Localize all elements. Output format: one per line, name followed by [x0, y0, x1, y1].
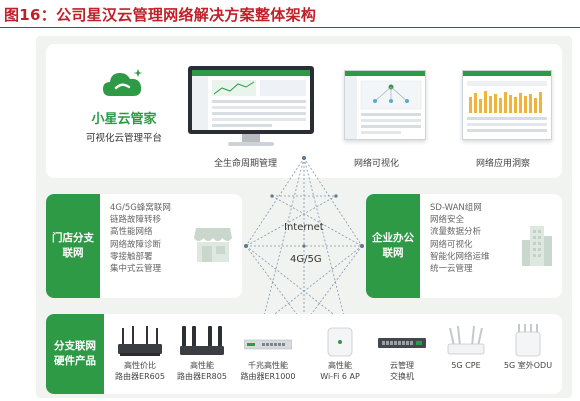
device-er605: 高性价比 路由器ER605 [112, 322, 168, 388]
app-insight-screen [462, 70, 552, 140]
office-building-icon [522, 226, 552, 266]
store-feature-item: 链路故障转移 [110, 215, 162, 226]
store-feature-item: 高性能网络 [110, 227, 153, 238]
enterprise-office-tag: 企业办公 联网 [366, 194, 420, 298]
lifecycle-label: 全生命周期管理 [214, 159, 278, 169]
title-rule [0, 27, 580, 28]
topology-screen-icon [345, 71, 425, 139]
cloud-star-logo-icon [103, 69, 143, 96]
network-visualization-screen [344, 70, 426, 140]
store-tag-line2: 联网 [62, 247, 84, 259]
store-feature-list: 4G/5G蜂窝联网 链路故障转移 高性能网络 网络故障诊断 零接触部署 集中式云… [110, 202, 171, 275]
store-feature-item: 集中式云管理 [110, 264, 162, 275]
app-insight-label: 网络应用洞察 [476, 159, 531, 169]
enterprise-feature-item: 智能化网络运维 [430, 251, 490, 262]
store-feature-item: 网络故障诊断 [110, 239, 162, 250]
enterprise-feature-list: SD-WAN组网 网络安全 流量数据分析 网络可视化 智能化网络运维 统一云管理 [430, 202, 490, 275]
device-wifi6-ap: 高性能 Wi-Fi 6 AP [312, 322, 368, 388]
store-feature-item: 4G/5G蜂窝联网 [110, 203, 171, 213]
enterprise-feature-item: 统一云管理 [430, 264, 473, 275]
network-visualization-label: 网络可视化 [354, 159, 400, 169]
store-branch-tag: 门店分支 联网 [46, 194, 100, 298]
device-line1: 千兆高性能 [248, 361, 288, 370]
ceiling-ap-icon [327, 327, 353, 357]
store-tag-line1: 门店分支 [52, 232, 94, 244]
device-line1: 云管理 [390, 361, 414, 370]
figure-title: 图16：公司星汉云管理网络解决方案整体架构 [4, 6, 317, 24]
hardware-tag-line1: 分支联网 [54, 340, 96, 352]
dashboard-screen-icon [192, 70, 310, 130]
device-line2: Wi-Fi 6 AP [320, 372, 360, 381]
device-line2: 路由器ER1000 [240, 372, 296, 381]
rack-router-icon [244, 339, 292, 350]
brand-name: 小星云管家 [91, 112, 157, 127]
cpe-icon [447, 325, 485, 355]
device-cloud-switch: 云管理 交换机 [374, 322, 430, 388]
switch-icon [378, 338, 426, 348]
device-er1000: 千兆高性能 路由器ER1000 [240, 322, 296, 388]
internet-mesh-diagram [244, 156, 364, 326]
bar-chart-screen-icon [463, 71, 551, 132]
device-line1: 高性能 [190, 361, 214, 370]
device-line2: 5G 室外ODU [503, 361, 553, 370]
store-feature-item: 零接触部署 [110, 251, 153, 262]
outdoor-odu-icon [515, 324, 541, 357]
enterprise-feature-item: 网络可视化 [430, 239, 473, 250]
device-line1: 高性能 [328, 361, 352, 370]
router-quad-antenna-icon [180, 326, 224, 355]
enterprise-office-card: 企业办公 联网 SD-WAN组网 网络安全 流量数据分析 网络可视化 智能化网络… [366, 194, 562, 298]
device-line2: 交换机 [390, 372, 414, 381]
enterprise-feature-item: SD-WAN组网 [430, 203, 482, 213]
lifecycle-monitor [188, 66, 314, 146]
device-er805: 高性能 路由器ER805 [174, 322, 230, 388]
internet-label: Internet [284, 222, 324, 233]
hardware-tag-line2: 硬件产品 [54, 355, 96, 367]
hardware-products-tag: 分支联网 硬件产品 [46, 314, 104, 394]
architecture-canvas: 小星云管家 可视化云管理平台 [36, 36, 572, 398]
device-line1: 高性价比 [124, 361, 156, 370]
storefront-icon [194, 228, 232, 262]
device-5g-cpe: 5G CPE [438, 322, 494, 388]
store-branch-card: 门店分支 联网 4G/5G蜂窝联网 链路故障转移 高性能网络 网络故障诊断 零接… [46, 194, 242, 298]
enterprise-tag-line2: 联网 [382, 247, 404, 259]
enterprise-feature-item: 网络安全 [430, 215, 465, 226]
cellular-label: 4G/5G [290, 254, 322, 265]
hardware-products-card: 分支联网 硬件产品 高性价比 路由器ER605 [46, 314, 562, 394]
brand-block: 小星云管家 可视化云管理平台 [66, 64, 182, 168]
router-antenna-icon [118, 326, 162, 356]
cloud-platform-card: 小星云管家 可视化云管理平台 [46, 44, 562, 178]
enterprise-tag-line1: 企业办公 [372, 232, 414, 244]
device-line2: 路由器ER805 [177, 372, 227, 381]
device-5g-odu: 5G 室外ODU [500, 322, 556, 388]
enterprise-feature-item: 流量数据分析 [430, 227, 482, 238]
device-line2: 路由器ER605 [115, 372, 165, 381]
brand-subtitle: 可视化云管理平台 [85, 133, 162, 144]
device-line2: 5G CPE [451, 361, 481, 370]
